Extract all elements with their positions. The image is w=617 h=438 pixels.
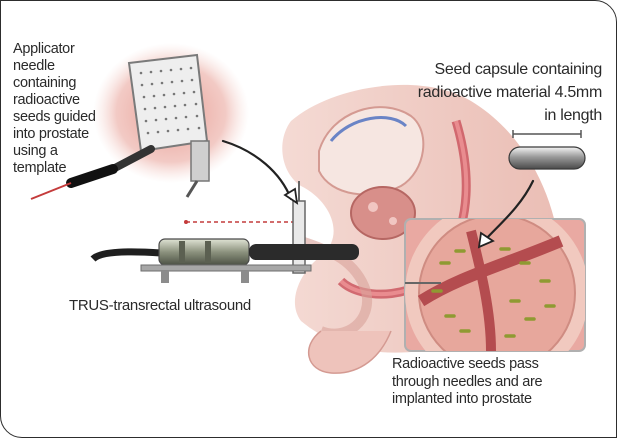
trus-label: TRUS-transrectal ultrasound (69, 297, 251, 315)
seeds-pass-label: Radioactive seeds pass through needles a… (392, 356, 607, 409)
seed-capsule (509, 130, 585, 169)
seed-capsule-label: Seed capsule containing radioactive mate… (352, 58, 602, 127)
applicator-label: Applicator needle containing radioactive… (13, 41, 123, 177)
needle-path (184, 220, 301, 224)
